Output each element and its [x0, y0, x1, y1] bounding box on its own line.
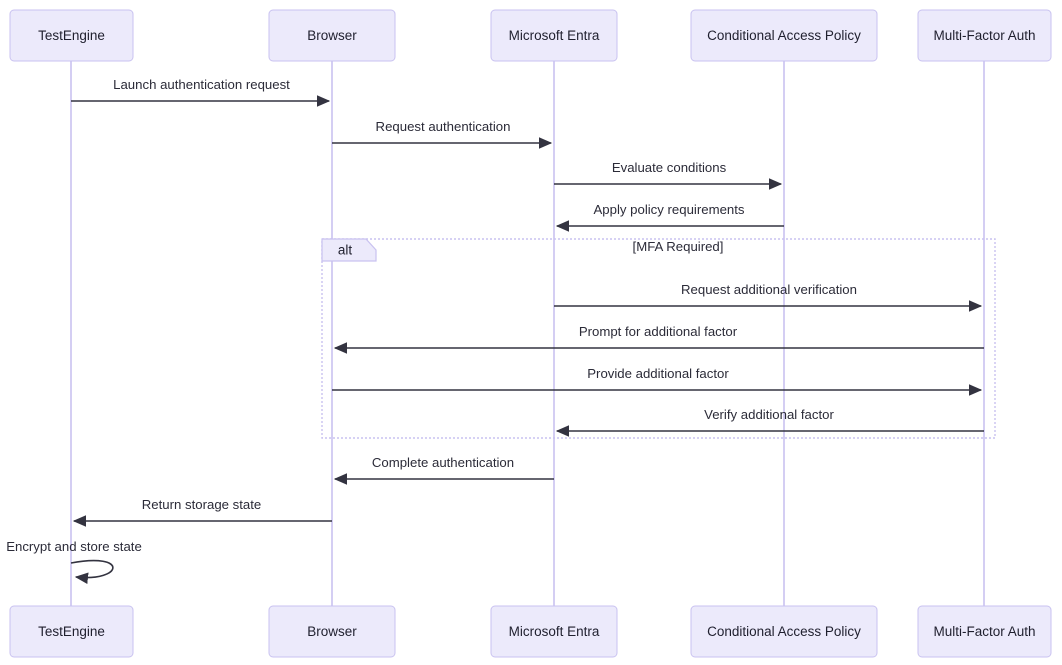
message-label: Prompt for additional factor	[579, 324, 738, 339]
message-8: Verify additional factor	[555, 407, 984, 437]
self-message: Encrypt and store state	[6, 539, 142, 584]
actor-policy-top[interactable]: Conditional Access Policy	[690, 9, 878, 62]
actor-box[interactable]	[490, 605, 618, 658]
alt-fragment-border	[321, 238, 996, 439]
actor-label: Browser	[307, 624, 357, 639]
actor-box[interactable]	[490, 9, 618, 62]
actor-label: Multi-Factor Auth	[933, 28, 1035, 43]
message-label: Verify additional factor	[704, 407, 834, 422]
message-7: Provide additional factor	[332, 366, 983, 396]
message-2: Request authentication	[332, 119, 553, 149]
actor-label: Microsoft Entra	[509, 624, 600, 639]
actor-box[interactable]	[917, 605, 1052, 658]
actor-boxes-bottom: TestEngine Browser Microsoft Entra Conditio…	[9, 605, 1052, 658]
actor-browser-bottom[interactable]: Browser	[268, 605, 396, 658]
message-6: Prompt for additional factor	[333, 324, 984, 354]
alt-fragment-tag-label: alt	[338, 243, 353, 258]
actor-policy-bottom[interactable]: Conditional Access Policy	[690, 605, 878, 658]
message-1: Launch authentication request	[71, 77, 331, 107]
message-label: Complete authentication	[372, 455, 514, 470]
actor-box[interactable]	[690, 605, 878, 658]
alt-fragment-tag	[321, 238, 377, 262]
actor-label: Browser	[307, 28, 357, 43]
actor-mfa-top[interactable]: Multi-Factor Auth	[917, 9, 1052, 62]
actor-testengine-bottom[interactable]: TestEngine	[9, 605, 134, 658]
message-label: Launch authentication request	[113, 77, 290, 92]
message-label: Request authentication	[376, 119, 511, 134]
lifelines-group	[70, 61, 985, 606]
actor-box[interactable]	[917, 9, 1052, 62]
actor-label: Conditional Access Policy	[707, 624, 861, 639]
actor-box[interactable]	[9, 9, 134, 62]
message-label: Evaluate conditions	[612, 160, 727, 175]
message-3: Evaluate conditions	[554, 160, 783, 190]
actor-boxes-top: TestEngine Browser Microsoft Entra Conditio…	[9, 9, 1052, 62]
message-4: Apply policy requirements	[555, 202, 784, 232]
alt-fragment-group: alt [MFA Required]	[321, 238, 996, 439]
self-message-label: Encrypt and store state	[6, 539, 142, 554]
message-5: Request additional verification	[554, 282, 983, 312]
actor-label: Microsoft Entra	[509, 28, 600, 43]
actor-mfa-bottom[interactable]: Multi-Factor Auth	[917, 605, 1052, 658]
actor-box[interactable]	[690, 9, 878, 62]
message-label: Return storage state	[142, 497, 262, 512]
self-message-arrow	[70, 559, 114, 584]
message-label: Request additional verification	[681, 282, 857, 297]
message-label: Provide additional factor	[587, 366, 729, 381]
actor-browser-top[interactable]: Browser	[268, 9, 396, 62]
actor-label: TestEngine	[38, 624, 105, 639]
actor-entra-top[interactable]: Microsoft Entra	[490, 9, 618, 62]
actor-box[interactable]	[268, 605, 396, 658]
actor-label: TestEngine	[38, 28, 105, 43]
alt-fragment-condition-label: [MFA Required]	[633, 239, 724, 254]
actor-box[interactable]	[9, 605, 134, 658]
message-10: Return storage state	[72, 497, 332, 527]
actor-entra-bottom[interactable]: Microsoft Entra	[490, 605, 618, 658]
actor-testengine-top[interactable]: TestEngine	[9, 9, 134, 62]
message-label: Apply policy requirements	[594, 202, 745, 217]
actor-label: Conditional Access Policy	[707, 28, 861, 43]
message-9: Complete authentication	[333, 455, 554, 485]
actor-label: Multi-Factor Auth	[933, 624, 1035, 639]
actor-box[interactable]	[268, 9, 396, 62]
